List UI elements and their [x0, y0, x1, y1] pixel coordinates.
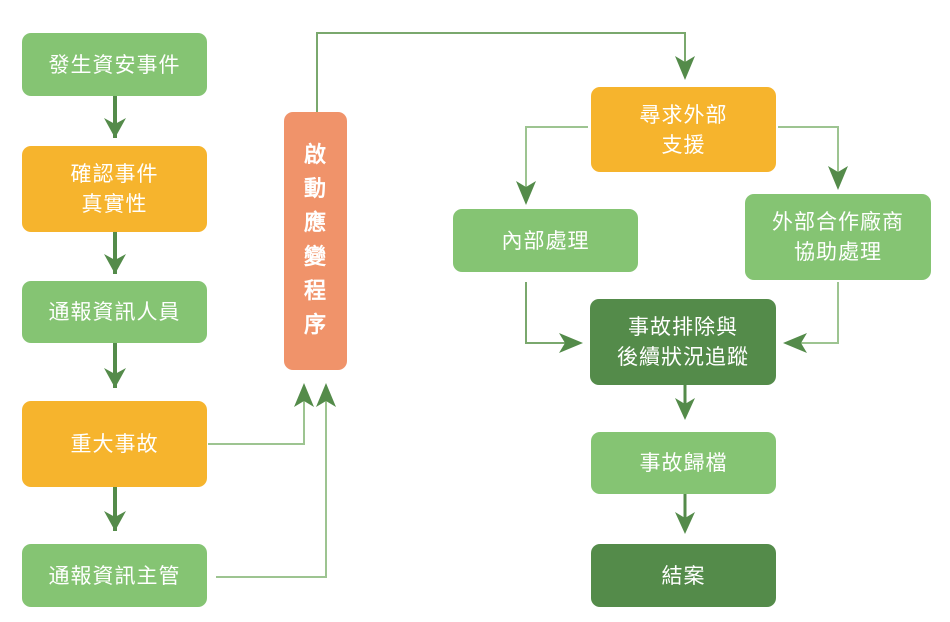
edge-activate-seek-external: [316, 32, 695, 112]
edge-archive-close: [675, 494, 695, 534]
node-label: 發生資安事件: [48, 52, 181, 77]
node-label: 事故歸檔: [639, 451, 728, 475]
node-seek-external: 尋求外部 支援: [591, 87, 776, 172]
edge-major-notify-manager: [104, 487, 126, 531]
node-label: 真實性: [81, 192, 148, 216]
node-close: 結案: [591, 544, 776, 607]
node-label: 通報資訊人員: [48, 300, 181, 324]
edge-seek-external-internal: [516, 126, 588, 205]
node-vendor: 外部合作廠商 協助處理: [745, 194, 931, 280]
node-resolve: 事故排除與 後續狀況追蹤: [590, 299, 776, 385]
node-char: 啟: [303, 143, 327, 168]
edge-notify-manager-activate: [216, 383, 336, 578]
node-label: 支援: [661, 132, 706, 157]
node-label: 事故排除與: [628, 315, 738, 339]
node-internal: 內部處理: [453, 209, 638, 272]
edge-major-activate: [208, 383, 314, 445]
node-label: 確認事件: [70, 162, 159, 186]
node-label: 結案: [661, 563, 706, 588]
node-label: 內部處理: [501, 228, 590, 253]
node-label: 協助處理: [794, 240, 882, 264]
edge-internal-resolve: [525, 282, 583, 353]
node-char: 動: [303, 177, 327, 202]
edge-confirm-notify-staff: [104, 232, 126, 274]
node-confirm: 確認事件 真實性: [22, 146, 207, 232]
node-archive: 事故歸檔: [591, 432, 776, 494]
node-occur: 發生資安事件: [22, 33, 207, 96]
node-label: 外部合作廠商: [772, 210, 904, 234]
node-activate: 啟 動 應 變 程 序: [284, 112, 347, 370]
node-label: 後續狀況追蹤: [617, 345, 749, 369]
node-notify-manager: 通報資訊主管: [22, 544, 207, 607]
edge-resolve-archive: [675, 385, 695, 420]
node-char: 變: [303, 245, 327, 270]
node-label: 重大事故: [70, 432, 159, 456]
edge-vendor-resolve: [783, 282, 839, 353]
edge-occur-confirm: [104, 96, 126, 138]
node-char: 應: [303, 211, 327, 236]
node-label: 通報資訊主管: [48, 563, 181, 588]
node-char: 程: [303, 279, 327, 304]
node-label: 尋求外部: [639, 102, 728, 127]
node-notify-staff: 通報資訊人員: [22, 281, 207, 343]
edge-notify-staff-major: [104, 343, 126, 388]
node-major: 重大事故: [22, 401, 207, 487]
edge-seek-external-vendor: [778, 126, 848, 190]
node-char: 序: [303, 313, 327, 338]
